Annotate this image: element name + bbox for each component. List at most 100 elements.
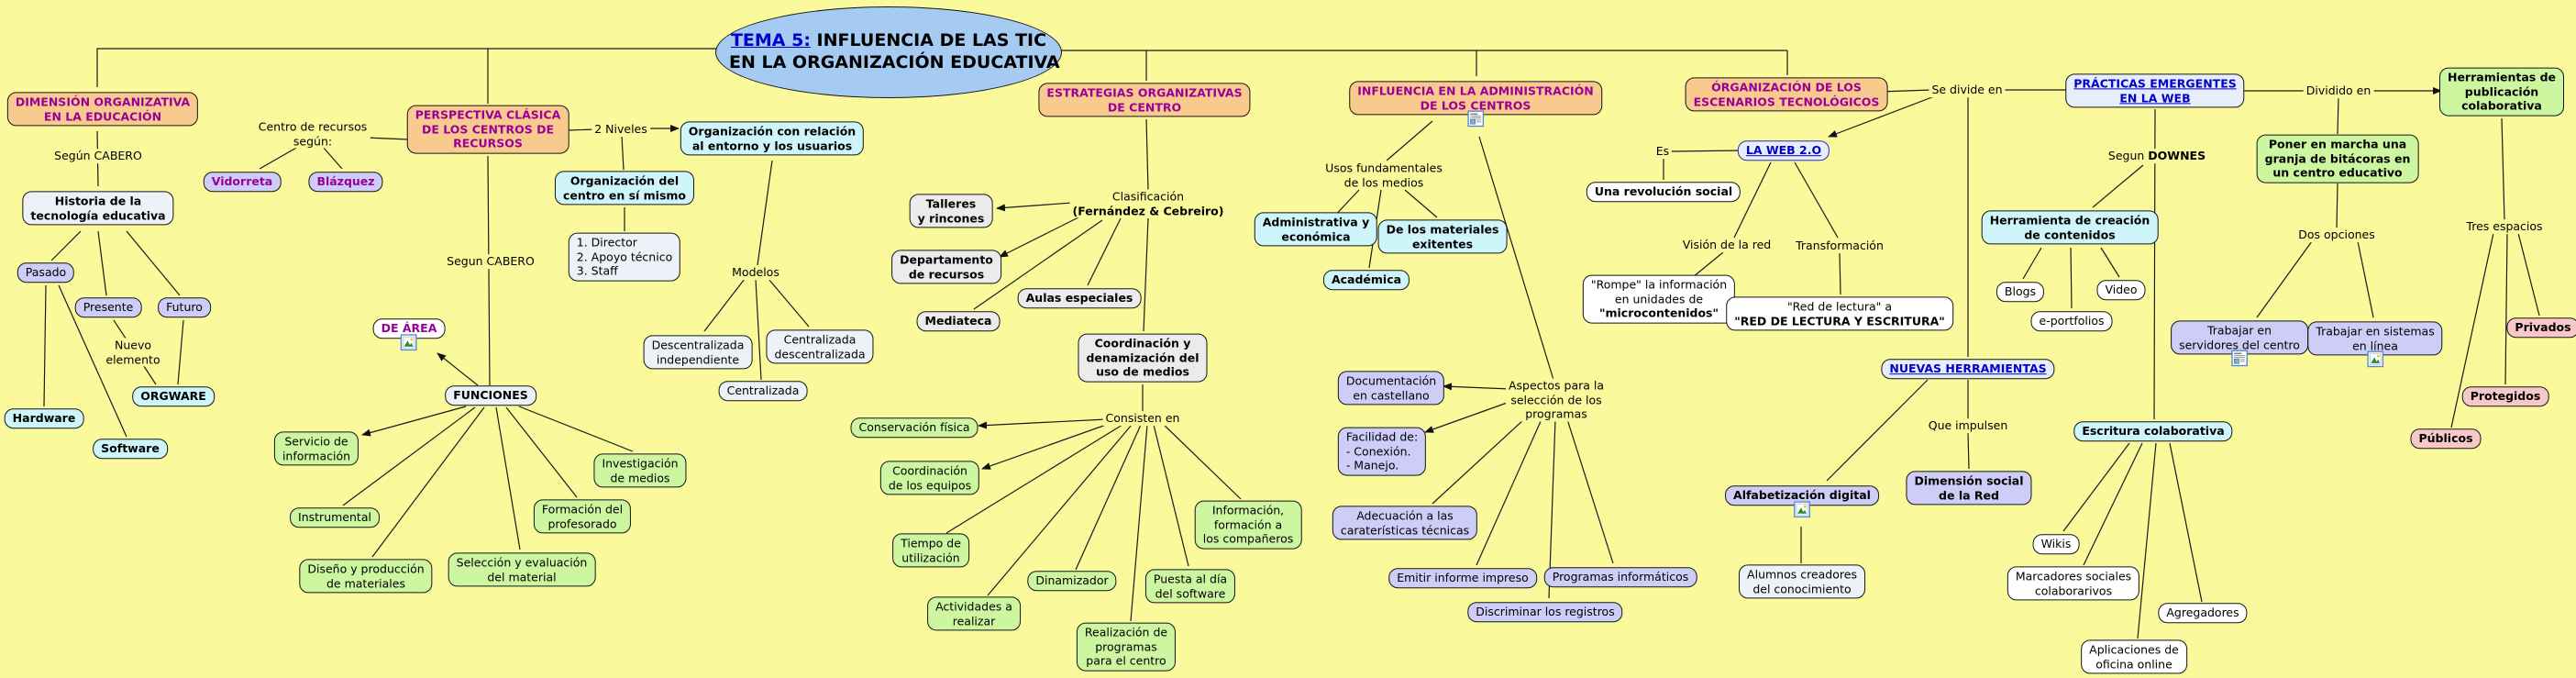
- node-vidorreta[interactable]: Vidorreta: [203, 172, 282, 192]
- node-wikis[interactable]: Wikis: [2032, 534, 2080, 554]
- link-consisten-en[interactable]: Consisten en: [1102, 411, 1183, 426]
- node-centralizada[interactable]: Centralizada: [718, 381, 808, 401]
- document-resource-icon[interactable]: [2231, 350, 2248, 367]
- link-es[interactable]: Es: [1653, 144, 1673, 159]
- node-futuro[interactable]: Futuro: [158, 297, 211, 317]
- link-que-impulsen[interactable]: Que impulsen: [1925, 418, 2011, 433]
- node-facilidad[interactable]: Facilidad de:- Conexión.- Manejo.: [1337, 427, 1427, 476]
- node-blogs[interactable]: Blogs: [1996, 282, 2045, 302]
- node-hardware[interactable]: Hardware: [4, 408, 84, 428]
- link-segun-cabero-2[interactable]: Segun CABERO: [444, 254, 537, 269]
- node-academica[interactable]: Académica: [1322, 270, 1410, 290]
- node-dinamizador[interactable]: Dinamizador: [1027, 571, 1117, 591]
- node-escritura-colaborativa[interactable]: Escritura colaborativa: [2073, 421, 2233, 441]
- image-resource-icon[interactable]: [2367, 350, 2383, 368]
- node-pasado[interactable]: Pasado: [17, 262, 75, 283]
- node-protegidos[interactable]: Protegidos: [2461, 386, 2549, 406]
- node-eportfolios[interactable]: e-portfolios: [2030, 311, 2113, 331]
- link-transformacion[interactable]: Transformación: [1793, 239, 1886, 253]
- node-instrumental[interactable]: Instrumental: [290, 507, 380, 528]
- node-emitir-informe[interactable]: Emitir informe impreso: [1388, 568, 1537, 588]
- node-la-web-20[interactable]: LA WEB 2.O: [1737, 140, 1830, 161]
- node-programas-informaticos[interactable]: Programas informáticos: [1543, 567, 1697, 587]
- link-se-divide-en[interactable]: Se divide en: [1929, 83, 2006, 97]
- node-funciones[interactable]: FUNCIONES: [445, 385, 536, 406]
- node-software[interactable]: Software: [93, 439, 168, 459]
- node-orgware[interactable]: ORGWARE: [132, 386, 215, 406]
- link-vision-de-la-red[interactable]: Visión de la red: [1679, 238, 1774, 252]
- node-agregadores[interactable]: Agregadores: [2158, 603, 2248, 623]
- node-red-lectura-escritura[interactable]: "Red de lectura" a"RED DE LECTURA Y ESCR…: [1726, 296, 1953, 331]
- document-resource-icon[interactable]: [1467, 110, 1484, 128]
- link-segun-downes[interactable]: Segun DOWNES: [2105, 149, 2209, 163]
- node-alfabetizacion-digital[interactable]: Alfabetización digital: [1725, 485, 1879, 517]
- link-dos-opciones[interactable]: Dos opciones: [2295, 228, 2378, 242]
- image-resource-icon[interactable]: [401, 333, 417, 350]
- link-2-niveles[interactable]: 2 Niveles: [591, 122, 650, 137]
- node-aulas-especiales[interactable]: Aulas especiales: [1017, 288, 1142, 308]
- node-blazquez[interactable]: Blázquez: [308, 172, 383, 192]
- link-segun-cabero-1[interactable]: Según CABERO: [51, 149, 145, 163]
- link-clasificacion-fernandez-cebreiro[interactable]: Clasificación(Fernández & Cebreiro): [1069, 189, 1227, 218]
- image-resource-icon[interactable]: [1794, 500, 1810, 517]
- link-dividido-en[interactable]: Dividido en: [2303, 83, 2374, 98]
- node-mediateca[interactable]: Mediateca: [916, 311, 1001, 331]
- node-revolucion-social[interactable]: Una revolución social: [1586, 182, 1741, 202]
- link-modelos[interactable]: Modelos: [729, 265, 782, 280]
- link-tres-espacios[interactable]: Tres espacios: [2463, 219, 2546, 234]
- node-video[interactable]: Video: [2096, 280, 2146, 300]
- node-conservacion-fisica[interactable]: Conservación física: [850, 417, 978, 438]
- node-discriminar-registros[interactable]: Discriminar los registros: [1467, 602, 1623, 622]
- node-privados[interactable]: Privados: [2506, 317, 2576, 338]
- node-de-area[interactable]: DE ÁREA: [372, 318, 446, 350]
- node-publicos[interactable]: Públicos: [2410, 428, 2482, 449]
- node-nuevas-herramientas[interactable]: NUEVAS HERRAMIENTAS: [1881, 359, 2055, 379]
- node-presente[interactable]: Presente: [74, 297, 142, 317]
